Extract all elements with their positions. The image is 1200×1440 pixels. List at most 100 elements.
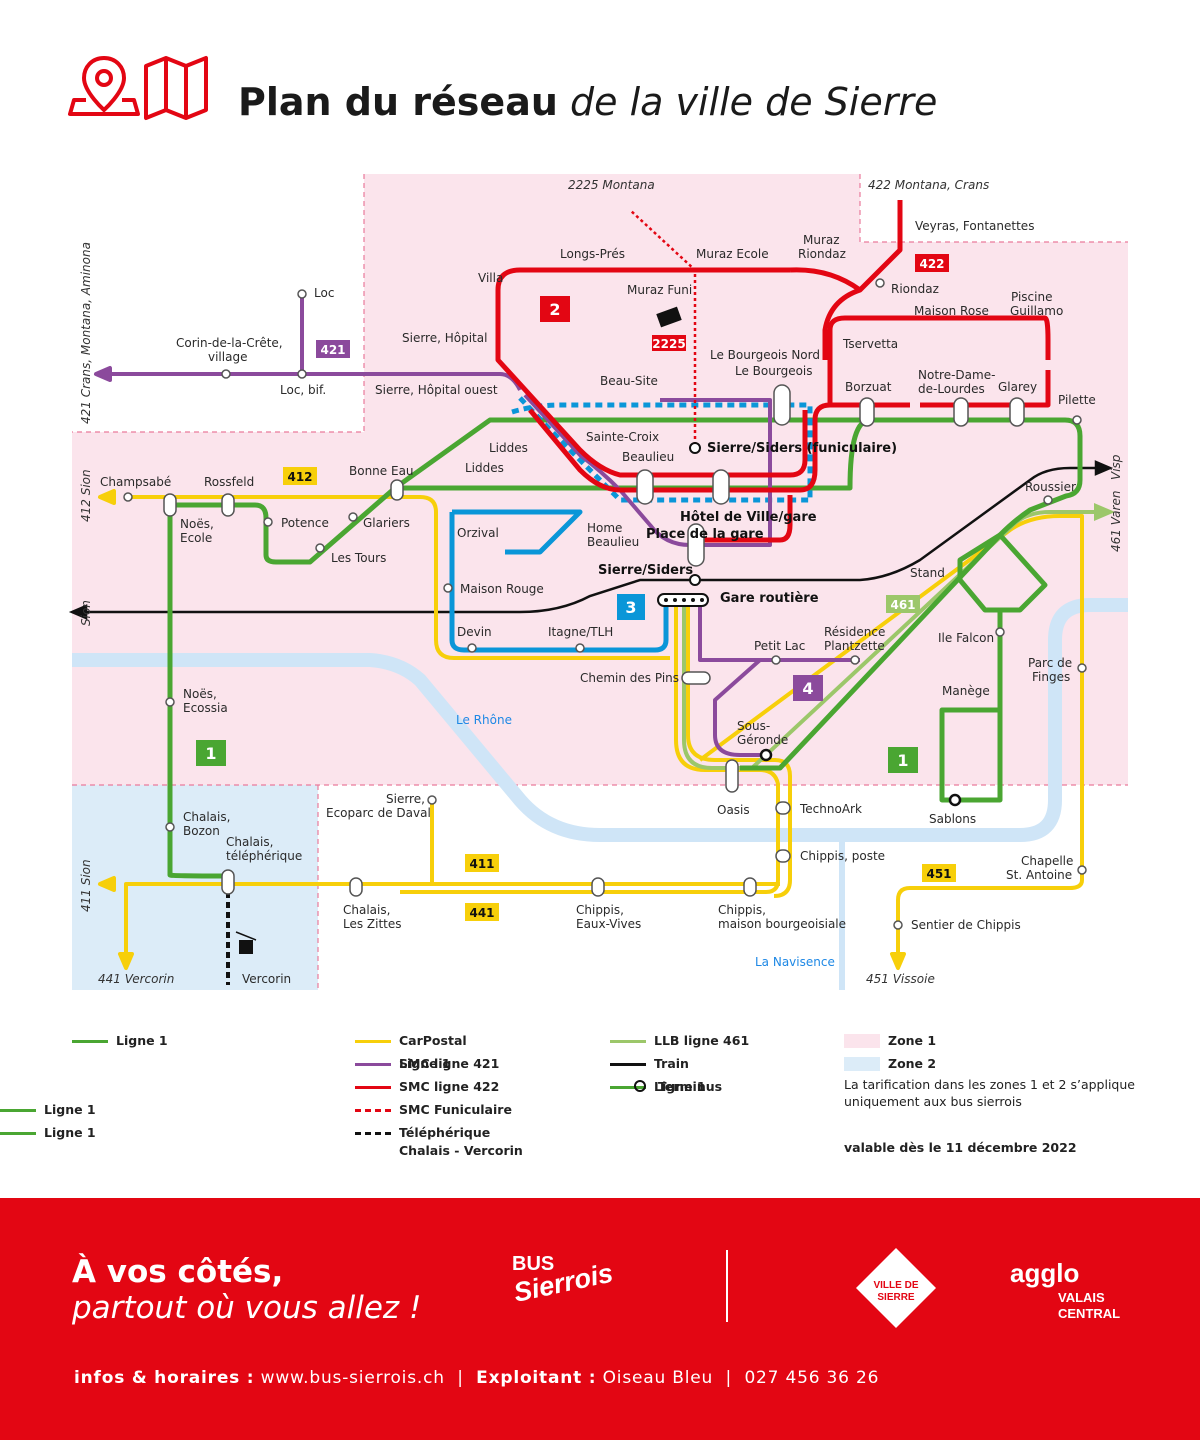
- stop-technoark: TechnoArk: [799, 802, 862, 816]
- svg-text:agglo: agglo: [1010, 1258, 1079, 1288]
- zone-label: Zone 2: [888, 1056, 937, 1071]
- stop-les-tours: Les Tours: [331, 551, 386, 565]
- stop-chippis-eaux-2: Eaux-Vives: [576, 917, 641, 931]
- badge-412: 412: [287, 470, 312, 484]
- exploitant-label: Exploitant :: [476, 1368, 597, 1388]
- rhone-river: [72, 598, 1128, 842]
- stop-loc: Loc: [314, 286, 334, 300]
- stop-itagne: Itagne/TLH: [548, 625, 613, 639]
- stop-sentier-chippis: Sentier de Chippis: [911, 918, 1021, 932]
- footer: À vos côtés, partout où vous allez ! BUS…: [0, 1198, 1200, 1440]
- legend-label: Ligne 1: [654, 1079, 706, 1094]
- stop-chippis-maison-2: maison bourgeoisiale: [718, 917, 846, 931]
- stop-bonne-eau: Bonne Eau: [349, 464, 414, 478]
- badge-461: 461: [890, 598, 915, 612]
- stop-vercorin: Vercorin: [242, 972, 291, 986]
- stop-muraz-funi: Muraz Funi: [627, 283, 692, 297]
- legend-zone1: Zone 1: [844, 1032, 936, 1050]
- map-pin-icon: [68, 56, 140, 116]
- legend-label: Train: [654, 1056, 689, 1071]
- zones: [72, 174, 1128, 990]
- legend-swatch: [355, 1063, 391, 1066]
- stop-maison-rouge: Maison Rouge: [460, 582, 544, 596]
- stop-devin: Devin: [457, 625, 492, 639]
- legend-swatch: [355, 1086, 391, 1089]
- legend-item: LLB ligne 461: [610, 1032, 749, 1050]
- badge-line3: 3: [625, 598, 636, 617]
- legend-item: Ligne 1: [0, 1101, 96, 1119]
- title-bold: Plan du réseau: [238, 80, 558, 124]
- agglo-logo: agglo VALAIS CENTRAL: [1010, 1258, 1120, 1321]
- website-link[interactable]: www.bus-sierrois.ch: [260, 1368, 445, 1388]
- info-sep-2: |: [725, 1368, 733, 1388]
- stop-le-bourgeois: Le Bourgeois: [735, 364, 813, 378]
- stop-longs-pres: Longs-Prés: [560, 247, 625, 261]
- tarif-note: La tarification dans les zones 1 et 2 s’…: [844, 1077, 1135, 1109]
- rivers: [72, 598, 1128, 990]
- legend-swatch: [355, 1132, 391, 1135]
- stop-piscine-2: Guillamo: [1010, 304, 1063, 318]
- legend-item: Ligne 1: [0, 1124, 96, 1142]
- legend-swatch: [355, 1109, 391, 1112]
- badge-line2: 2: [549, 300, 560, 319]
- stop-place-de-la-gare: Place de la gare: [646, 527, 764, 542]
- dest-vercorin-441: 441 Vercorin: [98, 972, 174, 986]
- legend-item: Train: [610, 1055, 689, 1073]
- dest-sion-train: Sion: [79, 600, 93, 626]
- legend-swatch: [610, 1063, 646, 1066]
- legend-item: SMC ligne 421: [355, 1055, 499, 1073]
- legend-label: SMC Funiculaire: [399, 1102, 512, 1117]
- stop-pilette: Pilette: [1058, 393, 1096, 407]
- svg-text:CENTRAL: CENTRAL: [1058, 1306, 1120, 1321]
- dest-sion-411: 411 Sion: [79, 859, 93, 912]
- info-sep-1: |: [457, 1368, 464, 1388]
- badge-422: 422: [919, 257, 944, 271]
- dest-montana-2225: 2225 Montana: [568, 178, 655, 192]
- info-line: infos & horaires : www.bus-sierrois.ch |…: [74, 1368, 879, 1388]
- legend-swatch: [355, 1040, 391, 1043]
- legend-item: Terminus: [610, 1078, 722, 1096]
- legend-label: Ligne 1: [44, 1125, 96, 1140]
- stop-petit-lac: Petit Lac: [754, 639, 805, 653]
- bus-sierrois-logo: BUS Sierrois: [511, 1253, 616, 1308]
- stop-glariers: Glariers: [363, 516, 410, 530]
- stop-potence: Potence: [281, 516, 329, 530]
- stop-borzuat: Borzuat: [845, 380, 892, 394]
- legend-zone2: Zone 2: [844, 1055, 936, 1073]
- stop-villa: Villa: [478, 271, 503, 285]
- stop-notre-dame-1: Notre-Dame-: [918, 368, 995, 382]
- svg-text:VALAIS: VALAIS: [1058, 1290, 1105, 1305]
- carpostal-lines: [98, 489, 1084, 970]
- stop-chippis-maison-1: Chippis,: [718, 903, 766, 917]
- badge-411: 411: [469, 857, 494, 871]
- stop-muraz-ecole: Muraz Ecole: [696, 247, 769, 261]
- legend-item: Ligne 1: [610, 1078, 706, 1096]
- stop-chippis-eaux-1: Chippis,: [576, 903, 624, 917]
- stop-parc-finges-1: Parc de: [1028, 656, 1072, 670]
- legend-swatch: [72, 1040, 108, 1043]
- stop-parc-finges-2: Finges: [1032, 670, 1070, 684]
- zone-swatch: [844, 1034, 880, 1048]
- stop-sablons: Sablons: [929, 812, 976, 826]
- stop-residence-1: Résidence: [824, 625, 885, 639]
- folded-map-icon: [144, 56, 208, 120]
- line2: [495, 200, 1051, 543]
- stop-sierre-hopital: Sierre, Hôpital: [402, 331, 487, 345]
- stop-chippis-poste: Chippis, poste: [800, 849, 885, 863]
- footer-separator: [726, 1250, 728, 1322]
- gondola-icon: [235, 931, 257, 954]
- stop-sierre-hopital-ouest: Sierre, Hôpital ouest: [375, 383, 498, 397]
- badge-2225: 2225: [652, 337, 685, 351]
- title-italic: de la ville de Sierre: [569, 80, 938, 124]
- rhone-label: Le Rhône: [456, 713, 512, 727]
- phone-number[interactable]: 027 456 36 26: [744, 1368, 880, 1388]
- stop-ecoparc-1: Sierre,: [386, 792, 425, 806]
- stop-corin-1: Corin-de-la-Crête,: [176, 336, 283, 350]
- stop-chalais-tele-2: téléphérique: [226, 849, 302, 863]
- stop-funiculaire: Sierre/Siders (funiculaire): [707, 441, 897, 456]
- legend-swatch: [610, 1040, 646, 1043]
- infos-label: infos & horaires :: [74, 1368, 255, 1388]
